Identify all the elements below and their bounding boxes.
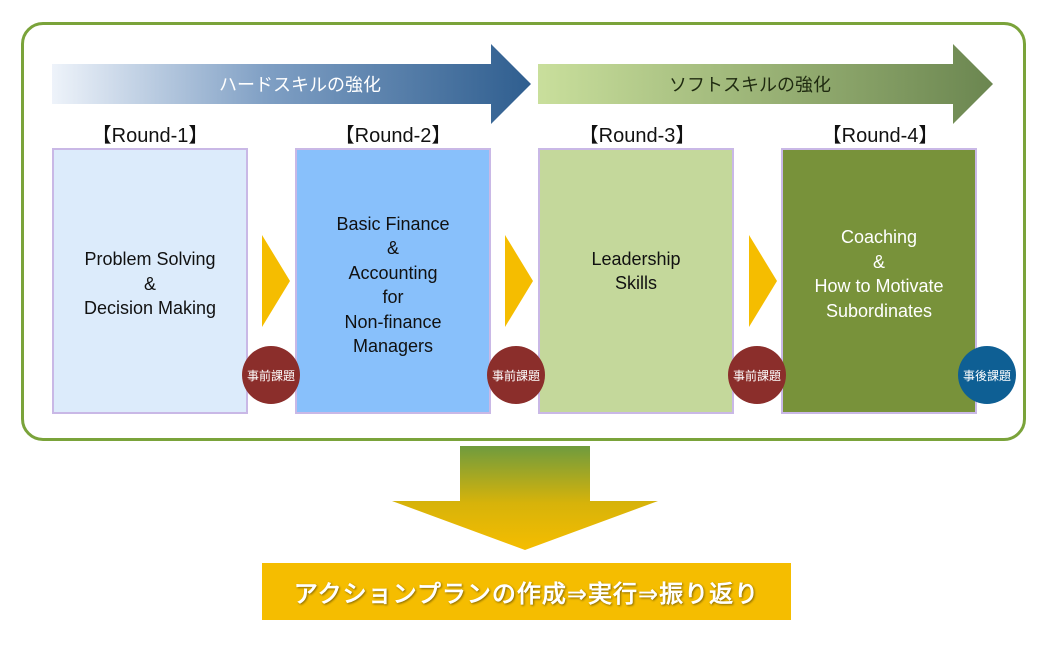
action-plan-banner: アクションプランの作成⇒実行⇒振り返り bbox=[262, 563, 791, 620]
round-4-badge: 事後課題 bbox=[958, 346, 1016, 404]
chevron-right-icon bbox=[749, 235, 777, 327]
round-1-box: Problem Solving & Decision Making bbox=[52, 148, 248, 414]
round-2-title: 【Round-2】 bbox=[334, 125, 452, 147]
arrow-down-icon bbox=[392, 446, 658, 550]
round-2-box: Basic Finance & Accounting for Non-finan… bbox=[295, 148, 491, 414]
hard-skill-arrow bbox=[52, 44, 531, 124]
chevron-right-icon bbox=[505, 235, 533, 327]
round-3-badge: 事前課題 bbox=[728, 346, 786, 404]
round-2-badge: 事前課題 bbox=[487, 346, 545, 404]
round-2-content: Basic Finance & Accounting for Non-finan… bbox=[336, 213, 450, 357]
round-4-box: Coaching & How to Motivate Subordinates bbox=[781, 148, 977, 414]
round-1-badge: 事前課題 bbox=[242, 346, 300, 404]
chevron-right-icon bbox=[262, 235, 290, 327]
round-3-content: Leadership Skills bbox=[591, 248, 681, 294]
skill-banners bbox=[52, 44, 993, 124]
hard-skill-label: ハードスキルの強化 bbox=[219, 75, 381, 95]
round-1-content: Problem Solving & Decision Making bbox=[83, 249, 217, 319]
round-3-title: 【Round-3】 bbox=[578, 125, 696, 147]
soft-skill-label: ソフトスキルの強化 bbox=[669, 75, 831, 95]
round-4-content: Coaching & How to Motivate Subordinates bbox=[814, 227, 944, 321]
soft-skill-arrow bbox=[538, 44, 993, 124]
round-4-title: 【Round-4】 bbox=[821, 125, 939, 147]
round-3-box: Leadership Skills bbox=[538, 148, 734, 414]
round-1-title: 【Round-1】 bbox=[91, 125, 209, 147]
